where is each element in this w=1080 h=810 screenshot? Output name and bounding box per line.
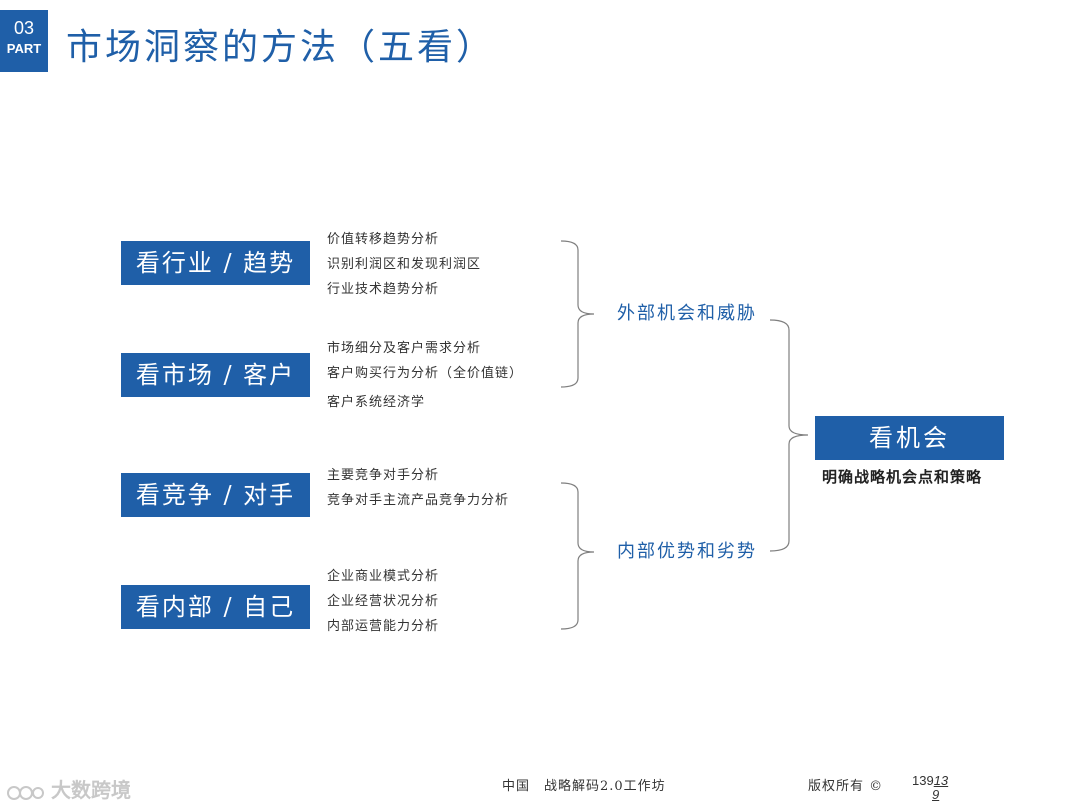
page-number-sup: 13 (933, 773, 949, 788)
watermark-logo: 大数跨境 (6, 774, 131, 803)
page-number: 13913 9 (912, 774, 948, 802)
group-internal-label: 内部优势和劣势 (617, 541, 757, 562)
list-item: 客户系统经济学 (327, 395, 426, 410)
part-number: 03 (13, 18, 35, 38)
page-title: 市场洞察的方法（五看） (66, 27, 496, 68)
list-item: 内部运营能力分析 (327, 619, 440, 634)
list-item: 企业经营状况分析 (327, 594, 440, 609)
bracket-internal (560, 482, 595, 630)
bracket-result (769, 319, 809, 552)
list-item: 客户购买行为分析（全价值链） (327, 366, 524, 381)
list-item: 主要竞争对手分析 (327, 468, 440, 483)
list-item: 竞争对手主流产品竞争力分析 (327, 493, 510, 508)
watermark-text: 大数跨境 (50, 778, 131, 802)
category-industry-trend: 看行业 / 趋势 (121, 241, 310, 285)
result-box: 看机会 (815, 416, 1004, 460)
category-market-customer: 看市场 / 客户 (121, 353, 310, 397)
bracket-external (560, 240, 595, 388)
watermark-icon (7, 785, 44, 800)
list-item: 识别利润区和发现利润区 (327, 257, 482, 272)
list-item: 行业技术趋势分析 (327, 282, 440, 297)
part-label: PART (6, 41, 42, 56)
category-internal-self: 看内部 / 自己 (121, 585, 310, 629)
list-item: 企业商业模式分析 (327, 569, 440, 584)
group-external-label: 外部机会和威胁 (617, 303, 757, 324)
category-competition: 看竞争 / 对手 (121, 473, 310, 517)
part-badge: 03 PART (0, 10, 48, 72)
list-item: 价值转移趋势分析 (327, 232, 440, 247)
list-item: 市场细分及客户需求分析 (327, 341, 482, 356)
footer-org: 中国 战略解码2.0工作坊 (502, 779, 666, 794)
page-number-sub: 9 (932, 787, 940, 802)
result-subtitle: 明确战略机会点和策略 (822, 468, 983, 486)
footer-copyright: 版权所有 © (808, 779, 884, 794)
page-number-main: 139 (912, 773, 934, 788)
